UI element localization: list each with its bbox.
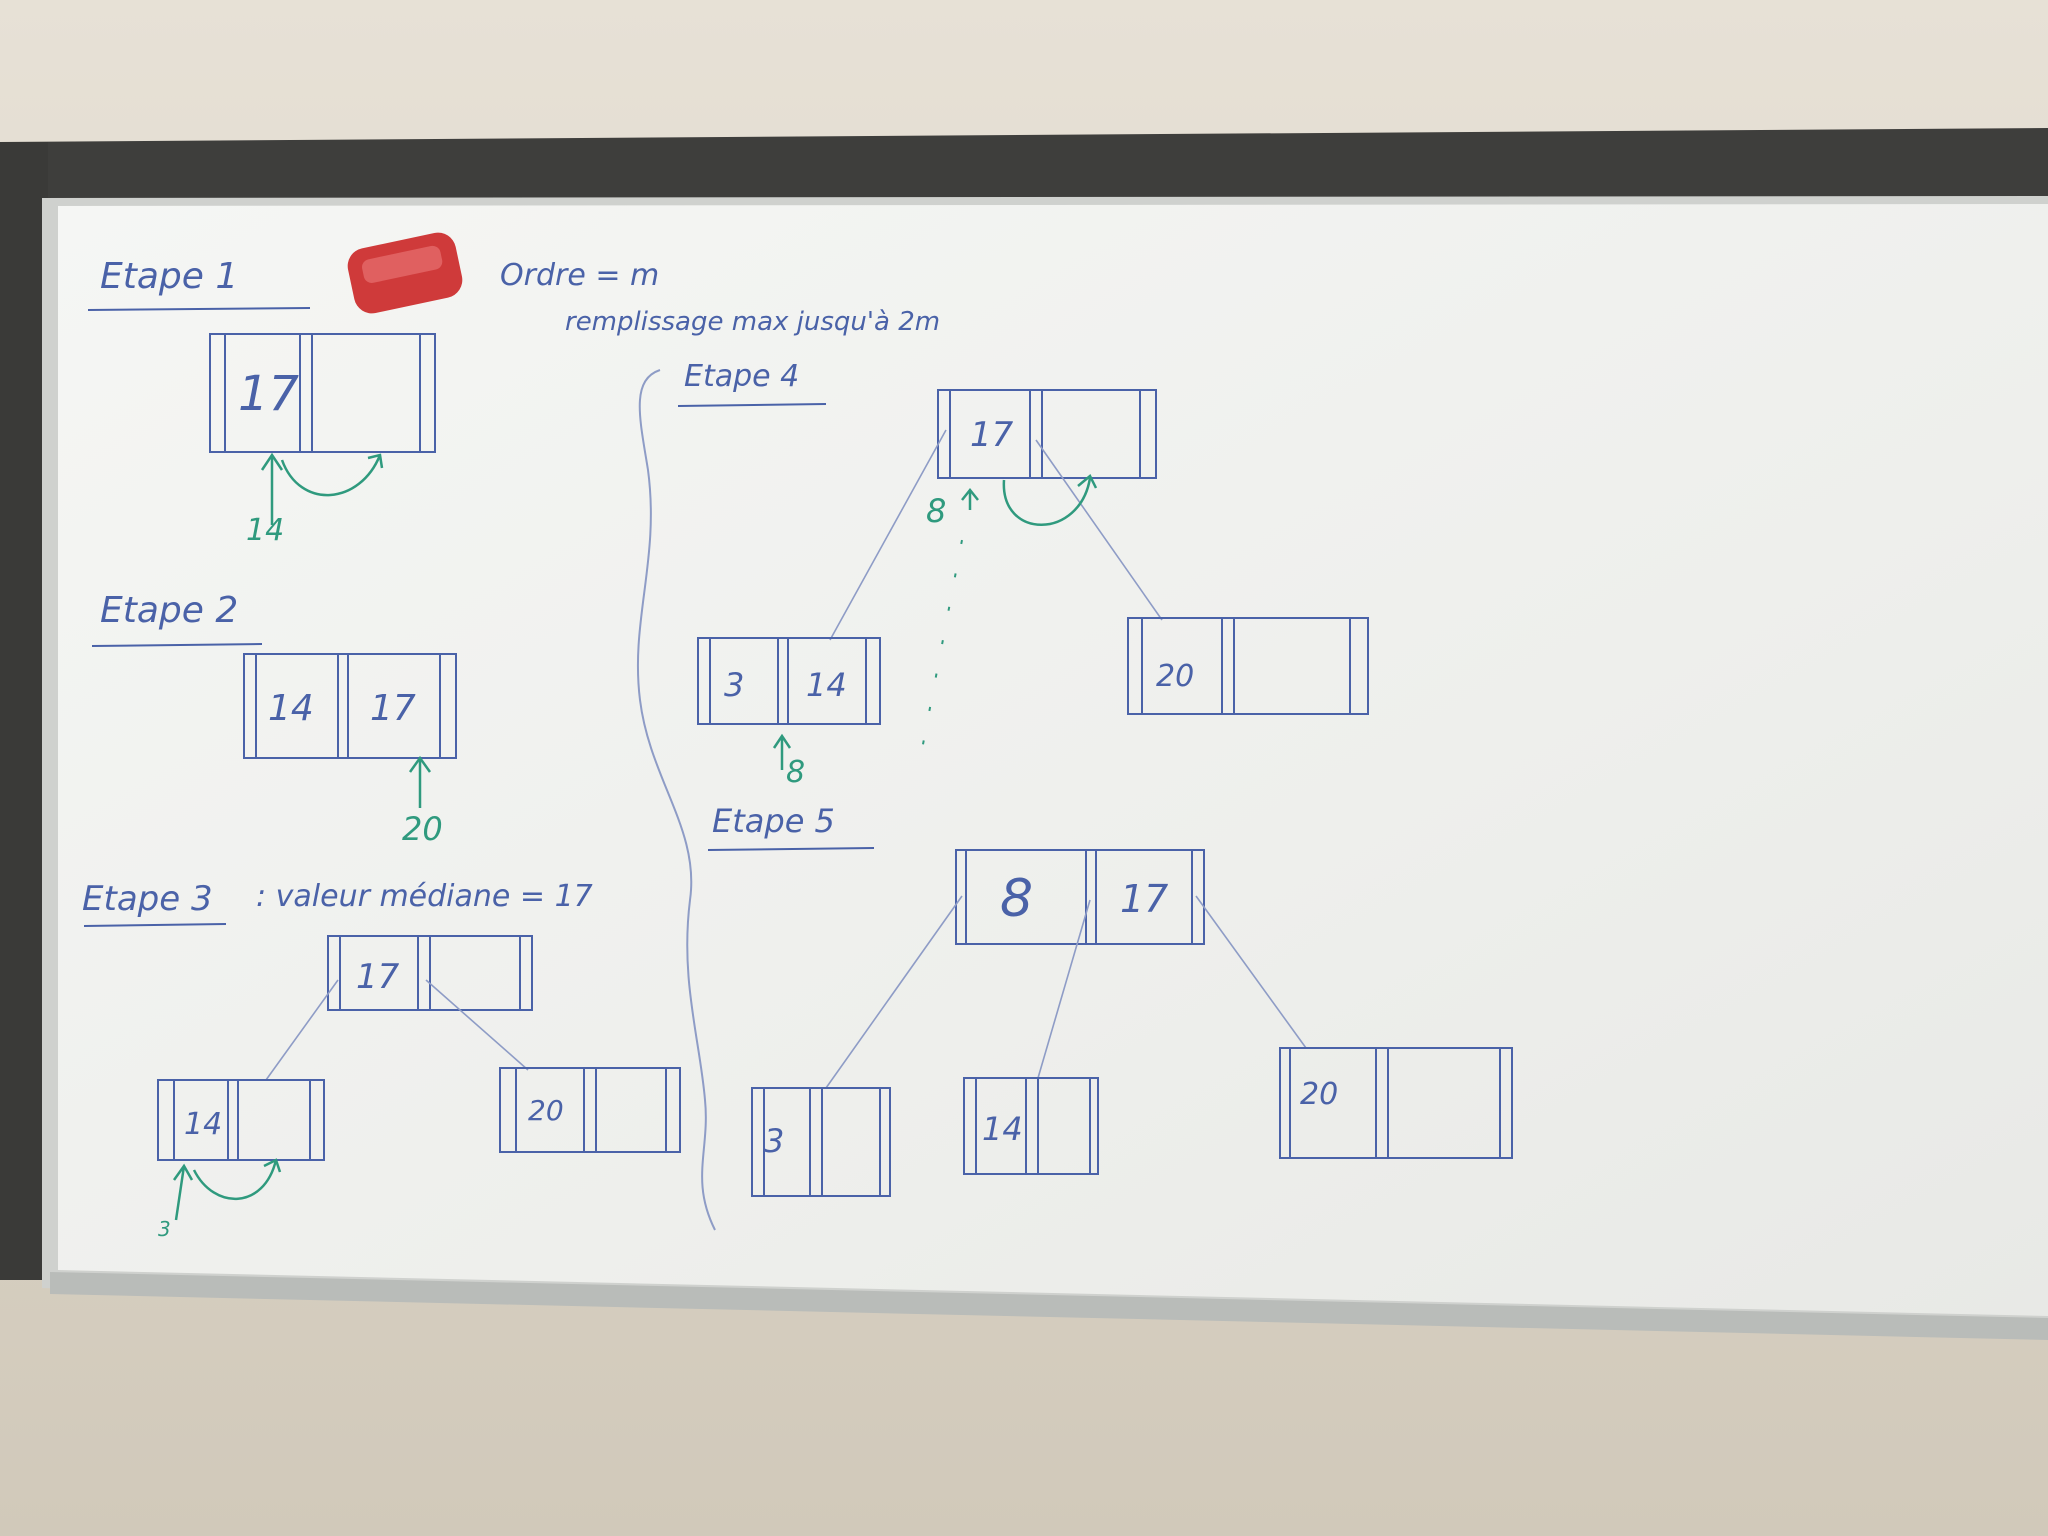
step5-root: [955, 849, 1205, 945]
step4-root: [937, 389, 1157, 479]
step4-child-right: [1127, 617, 1369, 715]
dotted-path: [919, 539, 963, 761]
step4-child-left: [697, 637, 881, 725]
step5-child-1: [751, 1087, 891, 1197]
step4-child-left-key-2: 14: [806, 666, 847, 704]
step3-note: : valeur médiane = 17: [256, 879, 593, 914]
step3-root-key-1: 17: [356, 957, 400, 997]
step5-title: Etape 5: [712, 802, 835, 840]
step1-node: [209, 333, 436, 453]
eraser-icon: [347, 232, 463, 314]
step4-child-left-key-1: 3: [724, 666, 744, 704]
step3-edges: [265, 979, 529, 1081]
step5-child-3-key-1: 20: [1300, 1077, 1338, 1112]
step5-child-3: [1279, 1047, 1513, 1159]
step1-insert: 14: [246, 513, 284, 548]
step3-child-right-key-1: 20: [528, 1094, 564, 1127]
header-order: Ordre = m: [500, 258, 659, 293]
step5-edges: [825, 895, 1307, 1089]
step4-root-key-1: 17: [970, 415, 1014, 455]
step5-child-2: [963, 1077, 1099, 1175]
step2-key-1: 14: [268, 688, 314, 729]
step3-child-left: [157, 1079, 325, 1161]
header-fill: remplissage max jusqu'à 2m: [565, 307, 940, 337]
step3-child-right: [499, 1067, 681, 1153]
step4-title: Etape 4: [684, 359, 799, 394]
arrow-up-icon: [772, 733, 792, 770]
arrow-up-icon: [172, 1158, 282, 1221]
step1-key-1: 17: [238, 366, 300, 422]
step3-root: [327, 935, 533, 1011]
step5-child-1-key-1: 3: [764, 1122, 784, 1160]
marker-tray: [50, 1272, 2048, 1340]
step3-insert: 3: [158, 1217, 171, 1241]
step2-title: Etape 2: [100, 590, 238, 631]
step4-child-right-key-1: 20: [1156, 659, 1194, 694]
board-surface: [58, 204, 2048, 1316]
board-left-post: [0, 142, 48, 1280]
arrow-up-icon: [408, 755, 432, 808]
board-rail: [0, 128, 2048, 212]
step5-child-2-key-1: 14: [982, 1110, 1023, 1148]
divider-line: [636, 369, 716, 1231]
step3-title: Etape 3: [82, 879, 213, 919]
step4-insert: 8: [786, 755, 805, 790]
step1-title: Etape 1: [100, 256, 238, 297]
step5-root-key-2: 17: [1120, 877, 1168, 921]
step4-insert-hint: 8: [926, 492, 946, 530]
arrow-up-icon: [961, 474, 1098, 526]
step5-root-key-1: 8: [1000, 869, 1033, 929]
step2-insert: 20: [402, 810, 443, 848]
step4-edges: [829, 429, 1163, 641]
step3-child-left-key-1: 14: [184, 1107, 222, 1142]
step2-key-2: 17: [370, 688, 416, 729]
arrow-up-icon: [260, 452, 384, 525]
step2-node: [243, 653, 457, 759]
